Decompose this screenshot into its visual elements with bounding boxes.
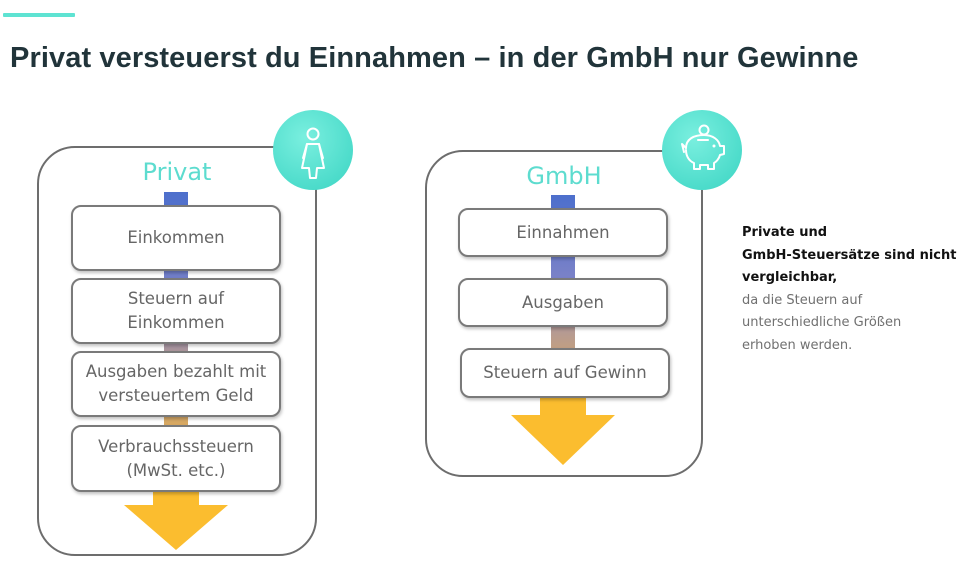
note-bold-text: Private und GmbH-Steuersätze sind nicht … bbox=[742, 225, 957, 285]
woman-icon bbox=[273, 110, 353, 190]
page-title: Privat versteuerst du Einnahmen – in der… bbox=[10, 42, 859, 74]
accent-line bbox=[3, 13, 75, 17]
gmbh-panel-title: GmbH bbox=[526, 162, 602, 190]
privat-panel-title: Privat bbox=[142, 158, 212, 186]
gmbh-step: Steuern auf Gewinn bbox=[460, 348, 670, 398]
piggy-bank-icon bbox=[662, 110, 742, 190]
privat-step: Einkommen bbox=[71, 205, 281, 271]
privat-arrow-shaft bbox=[153, 492, 199, 506]
gmbh-step: Ausgaben bbox=[458, 278, 668, 327]
privat-arrow bbox=[124, 505, 228, 550]
privat-step: Steuern auf Einkommen bbox=[71, 278, 281, 344]
gmbh-step: Einnahmen bbox=[458, 208, 668, 257]
privat-step: Verbrauchssteuern (MwSt. etc.) bbox=[71, 425, 281, 492]
gmbh-arrow bbox=[511, 415, 615, 465]
comparison-note: Private und GmbH-Steuersätze sind nicht … bbox=[742, 222, 962, 357]
privat-step: Ausgaben bezahlt mit versteuertem Geld bbox=[71, 351, 281, 417]
gmbh-arrow-shaft bbox=[540, 398, 586, 416]
note-normal-text: da die Steuern auf unterschiedliche Größ… bbox=[742, 292, 902, 353]
